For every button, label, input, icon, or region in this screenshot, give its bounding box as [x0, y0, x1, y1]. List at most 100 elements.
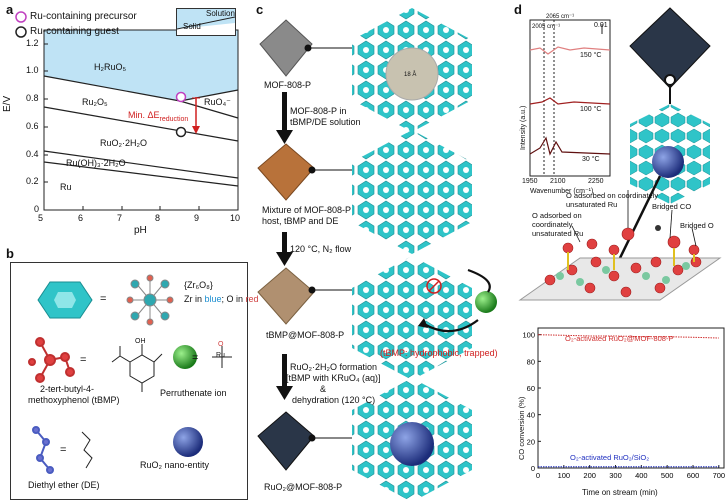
conv-ytick-label: 80: [527, 357, 535, 366]
panel-b-label: b: [6, 246, 14, 261]
ytick-0-6: 0.6: [26, 121, 39, 131]
inset-solution: Solution: [206, 9, 235, 18]
ir-peak1: 2005 cm⁻¹: [532, 24, 561, 30]
arrow1-l2: tBMP/DE solution: [290, 117, 361, 127]
label-o-ads2-2: coordinately: [532, 220, 573, 229]
conv-xtick-label: 700: [713, 471, 726, 480]
region-ruo4: RuO₄⁻: [204, 97, 231, 107]
region-ru: Ru: [60, 182, 72, 192]
ruo2-mof-octahedron-icon: [257, 411, 315, 471]
perruthenate-structure-icon: [212, 346, 232, 368]
pore-icon: [385, 47, 439, 101]
xtick-10: 10: [230, 213, 241, 223]
ir-xtick-2250: 2250: [588, 178, 604, 185]
conv-plot-frame: [537, 327, 725, 469]
step1-label: MOF-808-P: [264, 80, 312, 90]
tbmp-mof-octahedron-icon: [257, 267, 315, 325]
de-structure-icon: [81, 431, 93, 469]
step2-l1: Mixture of MOF-808-P: [262, 205, 352, 215]
surface-o-atoms: [544, 227, 702, 298]
ytick-1-2: 1.2: [26, 38, 39, 48]
label-o-ads2-3: unsaturated Ru: [532, 229, 584, 238]
legend-guest: Ru-containing guest: [30, 26, 119, 37]
zr-desc: Zr in blue; O in red: [184, 294, 259, 304]
series2-label: O₂-activated RuO₂/SiO₂: [570, 453, 650, 462]
tbmp-ball-stick-icon: [28, 337, 75, 383]
ir-trace-100: [529, 97, 611, 105]
label-bridged-o: Bridged O: [680, 221, 714, 230]
ytick-0-2: 0.2: [26, 176, 39, 186]
arrow1-l1: MOF-808-P in: [290, 106, 347, 116]
region-ru2o5: Ru₂O₅: [82, 97, 108, 107]
de-equals: =: [60, 444, 67, 456]
region-h2ruo5: H₂RuO₅: [94, 62, 127, 72]
region-ruoh3: Ru(OH)₃·2H₂O: [66, 158, 126, 168]
mixture-octahedron-icon: [257, 143, 315, 201]
phase-inset: [176, 8, 236, 36]
ruo2-nano-in-mof-icon: [390, 422, 434, 466]
conv-ytick-label: 0: [531, 464, 535, 473]
tbmp-name-2: methoxyphenol (tBMP): [28, 395, 120, 405]
ir-trace-30: [529, 136, 611, 156]
ir-trace-label-100: 100 °C: [580, 106, 602, 113]
de-label: Diethyl ether (DE): [28, 480, 100, 490]
panel-c-art: [257, 8, 497, 502]
mof-octahedron-icon: [259, 19, 313, 77]
series1-label: O₂-activated RuO₂@MOF-808-P: [565, 334, 674, 343]
perruthenate-o: O: [218, 341, 224, 348]
conv-ytick-label: 60: [527, 384, 535, 393]
surface-annotation-lines: [571, 190, 697, 247]
perruthenate-sphere-icon: [173, 345, 197, 369]
ir-xlabel: Wavenumber (cm⁻¹): [530, 188, 594, 195]
zr6o8-formula: {Zr₆O₈}: [184, 280, 213, 290]
zr-equals: =: [100, 293, 107, 305]
panel-a-label: a: [6, 2, 14, 17]
panel-c-label: c: [256, 2, 264, 17]
mof-framework-3: [352, 256, 472, 380]
xtick-9: 9: [194, 213, 200, 223]
label-o-ads-cus-1: O adsorbed on coordinately: [566, 191, 659, 200]
conv-xtick-label: 400: [635, 471, 648, 480]
de-ball-stick-icon: [32, 426, 54, 474]
annotation-min-delta: Min. ΔEreduction: [128, 110, 189, 123]
legend-precursor: Ru-containing precursor: [30, 11, 137, 22]
surface-ru-atoms: [556, 262, 690, 286]
arrow3-l2: [tBMP with KRuO₄ (aq)]: [286, 373, 381, 383]
xtick-5: 5: [38, 213, 44, 223]
ir-xtick-1950: 1950: [522, 178, 538, 185]
trapped-note: (tBMP: hydrophobic, trapped): [380, 348, 498, 358]
ir-xtick-2100: 2100: [550, 178, 566, 185]
ir-trace-label-30: 30 °C: [582, 156, 600, 163]
conv-xtick-label: 600: [687, 471, 700, 480]
conv-ylabel: CO conversion (%): [517, 396, 526, 460]
ir-trace-label-150: 150 °C: [580, 52, 602, 59]
tbmp-name-1: 2-tert-butyl-4-: [40, 384, 95, 394]
ytick-0-4: 0.4: [26, 149, 39, 159]
perruthenate-ru: Ru: [216, 352, 225, 359]
conv-ytick-label: 100: [522, 331, 535, 340]
series-ruo2-mof: [537, 334, 719, 339]
step2-l2: host, tBMP and DE: [262, 216, 339, 226]
conv-xtick-label: 200: [583, 471, 596, 480]
label-bridged-co: Bridged CO: [652, 202, 692, 211]
mof-framework-2: [352, 130, 472, 254]
ir-trace-150: [529, 46, 611, 55]
ruo2-label: RuO₂ nano-entity: [140, 460, 210, 470]
tbmp-oh: OH: [135, 338, 146, 345]
tbmp-equals: =: [80, 354, 87, 366]
xtick-7: 7: [117, 213, 123, 223]
conv-ytick-label: 20: [527, 437, 535, 446]
ir-scale: 0.01: [594, 22, 608, 29]
conv-xtick-label: 500: [661, 471, 674, 480]
step4-label: RuO₂@MOF-808-P: [264, 482, 343, 492]
perruthenate-label: Perruthenate ion: [160, 388, 227, 398]
ylabel-e: E/V: [2, 95, 13, 112]
arrow3-l1: RuO₂·2H₂O formation: [290, 362, 378, 372]
panel-b-box: [10, 262, 248, 500]
zr-cluster-icon: [37, 281, 93, 319]
arrow3-l4: dehydration (120 °C): [292, 395, 376, 405]
conv-xtick-label: 100: [558, 471, 571, 480]
ruo2-nano-icon: [173, 427, 203, 457]
ytick-1-0: 1.0: [26, 65, 39, 75]
